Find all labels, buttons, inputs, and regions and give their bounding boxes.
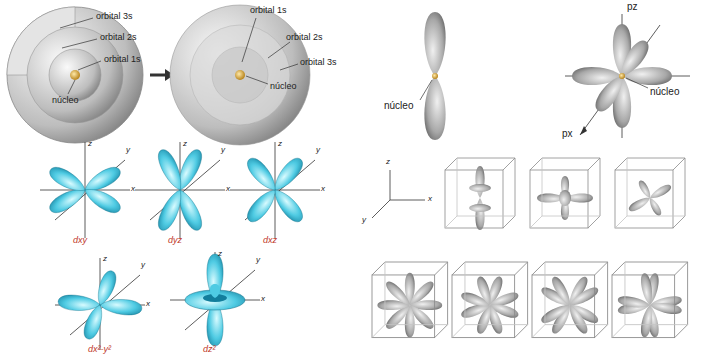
shell-label: orbital 1s <box>104 55 141 65</box>
axis-label: z <box>88 140 92 149</box>
axis-label: x <box>146 300 150 309</box>
axis-label: y <box>256 256 260 265</box>
axis-label: z <box>278 140 282 149</box>
axis-label: y <box>362 216 366 225</box>
shell-label: orbital 1s <box>250 6 287 16</box>
axis-label: z <box>386 158 390 167</box>
axis-label: z <box>103 255 107 264</box>
axis-label: y <box>316 146 320 155</box>
axis-label: px <box>562 128 573 139</box>
axis-label: pz <box>627 1 638 12</box>
shell-label: orbital 2s <box>286 33 323 43</box>
nucleus-label: núcleo <box>270 82 297 92</box>
axis-label: z <box>218 250 222 259</box>
axis-label: z <box>183 140 187 149</box>
orbital-name: dz² <box>203 345 216 355</box>
axis-label: x <box>428 195 432 204</box>
axis-label: x <box>321 185 325 194</box>
axis-label: y <box>221 146 225 155</box>
axis-label: x <box>131 185 135 194</box>
nucleus-label: núcleo <box>384 100 413 111</box>
shell-label: orbital 3s <box>300 58 337 68</box>
orbital-name: dxy <box>73 236 87 246</box>
axis-label: x <box>226 185 230 194</box>
axis-label: y <box>141 261 145 270</box>
axis-label: x <box>261 295 265 304</box>
orbital-name: dx²-y² <box>88 345 111 355</box>
orbital-name: dxz <box>263 236 277 246</box>
shell-label: orbital 2s <box>100 33 137 43</box>
orbital-name: dyz <box>168 236 182 246</box>
nucleus-label: núcleo <box>650 86 679 97</box>
axis-label: y <box>126 146 130 155</box>
shell-label: orbital 3s <box>96 12 133 22</box>
nucleus-label: núcleo <box>52 96 79 106</box>
